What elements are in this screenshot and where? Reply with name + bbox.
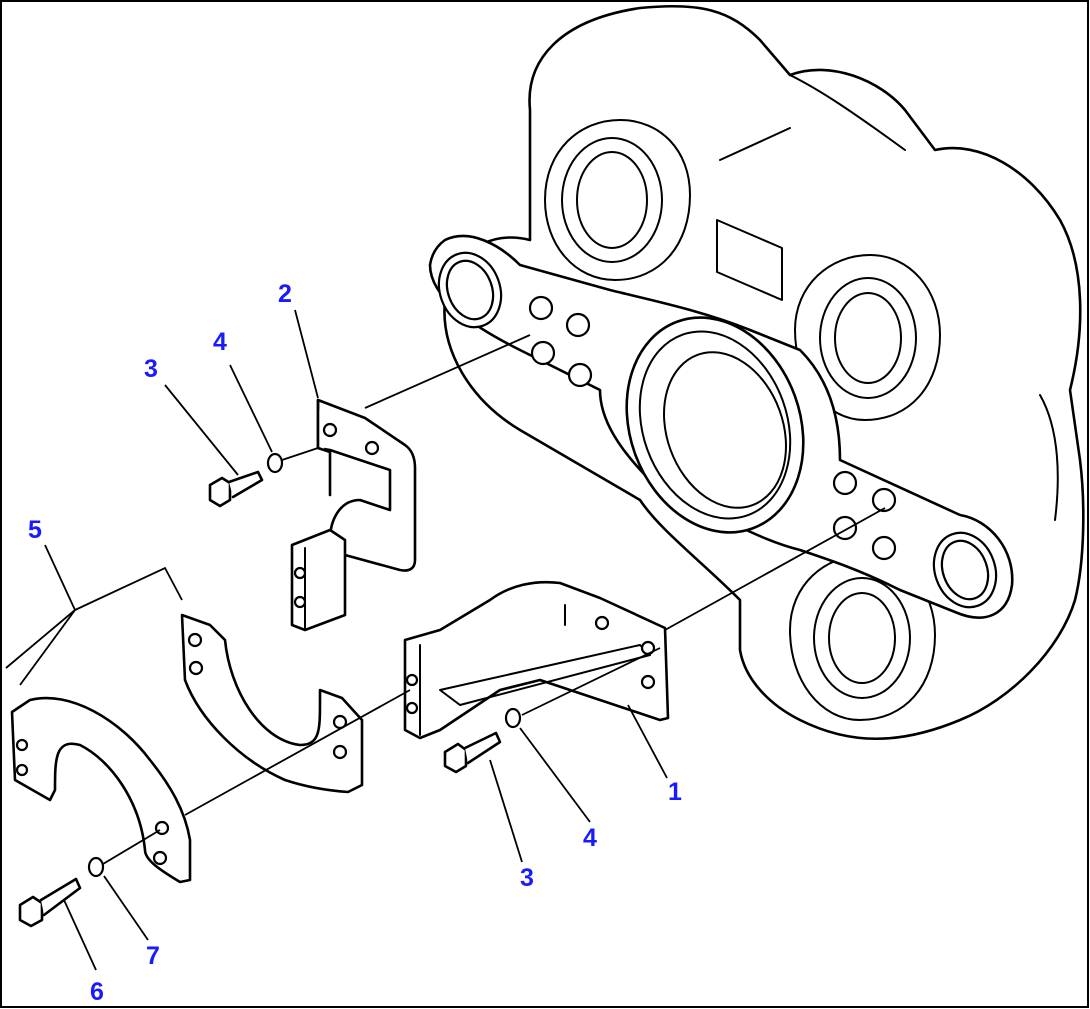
callout-7: 7 [146, 942, 160, 970]
washer-4-upper [266, 452, 284, 474]
callout-1: 1 [668, 778, 682, 806]
bolt-3-upper [208, 470, 264, 508]
washer-4-lower [504, 707, 522, 729]
callout-6: 6 [90, 978, 104, 1006]
bolt-6 [18, 877, 82, 928]
callout-5: 5 [28, 516, 42, 544]
callout-3-upper: 3 [144, 355, 158, 383]
trunnion-bracket [428, 234, 1014, 619]
callout-4-lower: 4 [583, 824, 597, 852]
callout-leaders [5, 309, 668, 971]
lower-bracket-part-1 [403, 580, 670, 740]
callout-3-lower: 3 [520, 864, 534, 892]
upper-bracket-part-2 [290, 398, 417, 632]
guard-part-5 [10, 613, 364, 884]
washer-7 [87, 856, 105, 878]
bolt-3-lower [443, 731, 502, 774]
callout-4-upper: 4 [213, 328, 227, 356]
callout-2: 2 [278, 280, 292, 308]
assembly-lines [102, 334, 886, 865]
